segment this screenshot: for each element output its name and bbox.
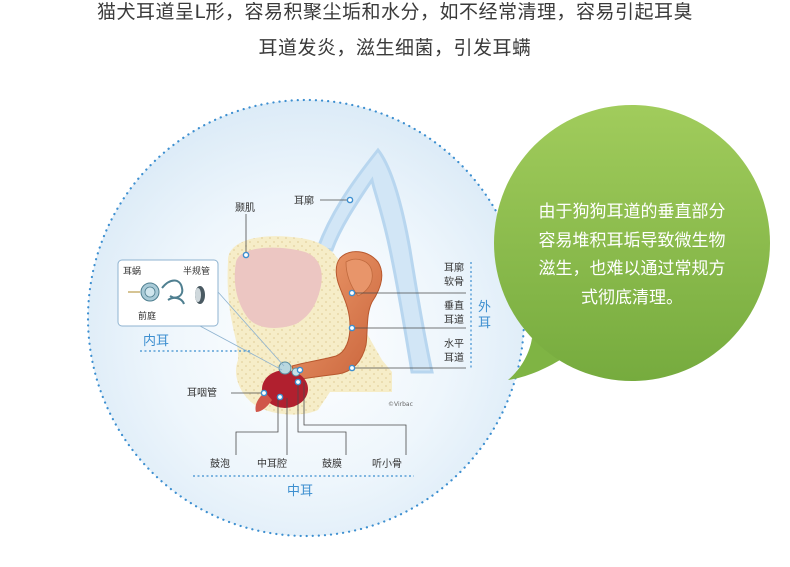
label-eustachian-tube: 耳咽管 — [187, 386, 217, 399]
label-tympanic-bulla: 鼓泡 — [210, 457, 230, 470]
label-horizontal-canal-2: 耳道 — [444, 351, 464, 364]
label-outer-ear-1: 外 — [478, 300, 491, 315]
inset-label-vestibule: 前庭 — [138, 310, 156, 322]
bubble-line-4: 式彻底清理。 — [508, 284, 756, 313]
label-vertical-canal-1: 垂直 — [444, 299, 464, 312]
inset-label-semicircular: 半规管 — [183, 265, 210, 277]
label-pinna-cartilage-2: 软骨 — [444, 275, 464, 288]
label-ossicles: 听小骨 — [372, 458, 402, 470]
label-horizontal-canal-1: 水平 — [444, 338, 464, 350]
bubble-line-2: 容易堆积耳垢导致微生物 — [508, 227, 756, 256]
bubble-text: 由于狗狗耳道的垂直部分 容易堆积耳垢导致微生物 滋生，也难以通过常规方 式彻底清… — [508, 198, 756, 312]
label-pinna: 耳廓 — [294, 194, 314, 207]
label-temporalis: 颞肌 — [235, 202, 255, 214]
label-middle-ear-cavity: 中耳腔 — [257, 457, 287, 470]
label-pinna-cartilage-1: 耳廓 — [444, 261, 464, 274]
label-middle-ear: 中耳 — [287, 484, 313, 499]
cochlea-small — [279, 362, 291, 374]
label-outer-ear-2: 耳 — [478, 316, 491, 331]
label-copyright: ©Virbac — [388, 401, 413, 408]
bubble-line-3: 滋生，也难以通过常规方 — [508, 255, 756, 284]
inset-label-cochlea: 耳蜗 — [123, 266, 141, 277]
bubble-line-1: 由于狗狗耳道的垂直部分 — [508, 198, 756, 227]
label-eardrum: 鼓膜 — [322, 457, 342, 470]
label-inner-ear: 内耳 — [143, 333, 169, 349]
label-vertical-canal-2: 耳道 — [444, 313, 464, 326]
